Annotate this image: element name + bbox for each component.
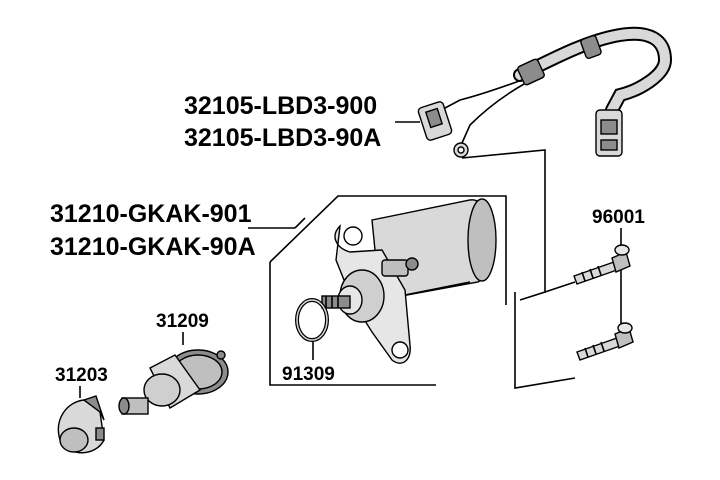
bolt-upper (573, 244, 631, 285)
label-starter-drive: 31209 (156, 311, 209, 332)
label-o-ring: 91309 (282, 364, 335, 385)
label-harness-90a: 32105-LBD3-90A (184, 124, 381, 152)
label-motor-90a: 31210-GKAK-90A (50, 233, 256, 261)
label-bolt: 96001 (592, 207, 645, 228)
o-ring (295, 298, 329, 342)
label-cap: 31203 (55, 365, 108, 386)
bolt-lower (576, 322, 634, 361)
label-harness-900: 32105-LBD3-900 (184, 92, 377, 120)
wiring-harness (417, 26, 673, 158)
starter-motor (321, 198, 497, 364)
starter-drive (118, 349, 229, 415)
cap (57, 395, 105, 454)
label-motor-901: 31210-GKAK-901 (50, 200, 252, 228)
